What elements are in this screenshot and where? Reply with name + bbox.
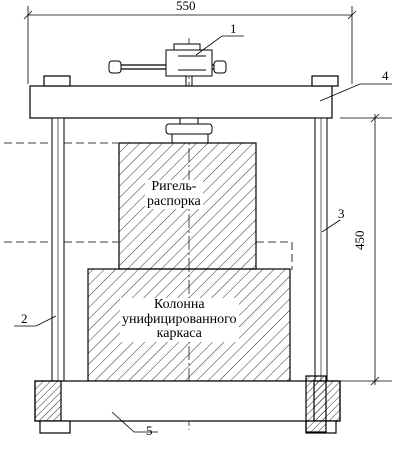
leader-lines: [14, 35, 392, 433]
crossbar-label-line-1: Ригель-: [151, 179, 197, 194]
height-dimension-label: 450: [352, 230, 367, 251]
tie-rods: [51, 117, 328, 417]
dashed-extension-lines: [4, 142, 293, 270]
width-dimension-label: 550: [176, 0, 196, 13]
base-plate: [34, 375, 341, 434]
width-dimension: [23, 6, 357, 84]
screw-jack: [108, 43, 227, 86]
loading-head: [165, 117, 213, 144]
top-beam: [29, 75, 339, 119]
height-dimension: [340, 113, 392, 386]
crossbar-label-line-2: распорка: [147, 193, 201, 209]
callout-4: 4: [382, 68, 389, 83]
column-label-line-2: унифицированного: [122, 311, 237, 327]
callout-3: 3: [338, 206, 345, 221]
column-label-line-1: Колонна: [153, 297, 205, 312]
crossbar-label: Ригель- распорка: [145, 179, 203, 210]
callout-5: 5: [146, 423, 153, 438]
column-label-line-3: каркаса: [156, 326, 202, 342]
callout-1: 1: [230, 21, 237, 36]
callout-2: 2: [21, 311, 28, 326]
column-label: Колонна унифицированного каркаса: [120, 297, 239, 343]
